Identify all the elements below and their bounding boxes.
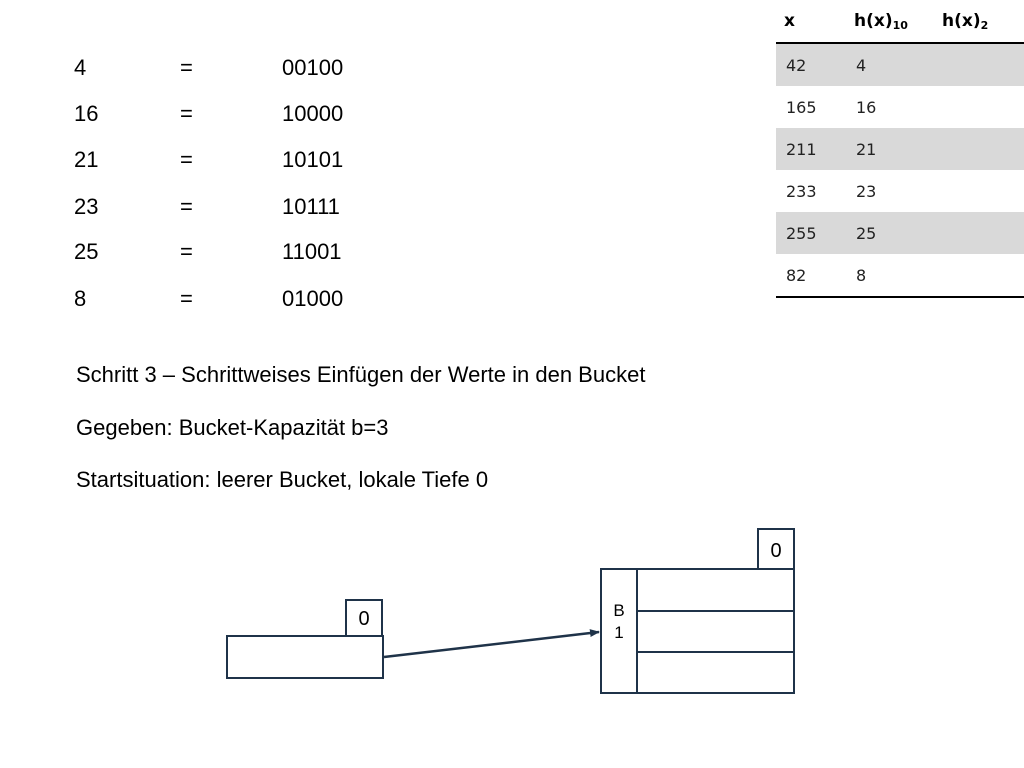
pointer-line (383, 629, 600, 659)
given-capacity-text: Gegeben: Bucket-Kapazität b=3 (76, 415, 389, 440)
binary-value: 00100 (282, 55, 344, 80)
binary-value: 10111 (282, 194, 340, 219)
conversion-row: 23 = 10111 (0, 192, 400, 222)
cell-h10: 25 (846, 212, 934, 254)
table-row: 42 4 (776, 43, 1024, 86)
conversion-row: 21 = 10101 (0, 145, 400, 175)
start-situation-text: Startsituation: leerer Bucket, lokale Ti… (76, 467, 489, 492)
decimal-value: 8 (74, 286, 87, 311)
cell-h2 (934, 128, 1024, 170)
bucket-slot (636, 568, 795, 612)
cell-h2 (934, 86, 1024, 128)
cell-h10: 8 (846, 254, 934, 298)
column-header-h10: h(x)10 (846, 0, 934, 44)
cell-h2 (934, 254, 1024, 298)
hash-value-table: x h(x)10 h(x)2 42 4 165 16 211 21 233 23… (776, 0, 1024, 298)
cell-x: 165 (776, 86, 846, 128)
cell-h10: 21 (846, 128, 934, 170)
cell-h2 (934, 170, 1024, 212)
decimal-value: 25 (74, 239, 99, 264)
decimal-value: 16 (74, 101, 99, 126)
binary-value: 01000 (282, 286, 344, 311)
conversion-row: 16 = 10000 (0, 99, 400, 129)
equals-sign: = (180, 55, 193, 80)
bucket-label-letter: B (613, 601, 625, 620)
cell-x: 211 (776, 128, 846, 170)
table-row: 82 8 (776, 254, 1024, 298)
decimal-value: 21 (74, 147, 99, 172)
conversion-row: 4 = 00100 (0, 53, 400, 83)
binary-value: 10101 (282, 147, 344, 172)
binary-value: 11001 (282, 239, 342, 264)
column-header-h2: h(x)2 (934, 0, 1024, 44)
directory-cell (226, 635, 384, 679)
table-row: 233 23 (776, 170, 1024, 212)
equals-sign: = (180, 101, 193, 126)
conversion-row: 25 = 11001 (0, 237, 400, 267)
equals-sign: = (180, 286, 193, 311)
step-heading: Schritt 3 – Schrittweises Einfügen der W… (76, 362, 646, 387)
cell-x: 233 (776, 170, 846, 212)
cell-h2 (934, 43, 1024, 86)
decimal-value: 4 (74, 55, 87, 80)
cell-x: 42 (776, 43, 846, 86)
cell-h10: 16 (846, 86, 934, 128)
table-row: 165 16 (776, 86, 1024, 128)
bucket-slot (636, 651, 795, 694)
conversion-row: 8 = 01000 (0, 284, 400, 314)
equals-sign: = (180, 239, 193, 264)
cell-h10: 4 (846, 43, 934, 86)
column-header-x: x (776, 0, 846, 44)
cell-x: 255 (776, 212, 846, 254)
equals-sign: = (180, 194, 193, 219)
cell-h2 (934, 212, 1024, 254)
cell-h10: 23 (846, 170, 934, 212)
decimal-value: 23 (74, 194, 99, 219)
table-row: 255 25 (776, 212, 1024, 254)
equals-sign: = (180, 147, 193, 172)
table-header-row: x h(x)10 h(x)2 (776, 0, 1024, 44)
binary-value: 10000 (282, 101, 344, 126)
bucket-label-number: 1 (614, 623, 624, 642)
table-row: 211 21 (776, 128, 1024, 170)
cell-x: 82 (776, 254, 846, 298)
